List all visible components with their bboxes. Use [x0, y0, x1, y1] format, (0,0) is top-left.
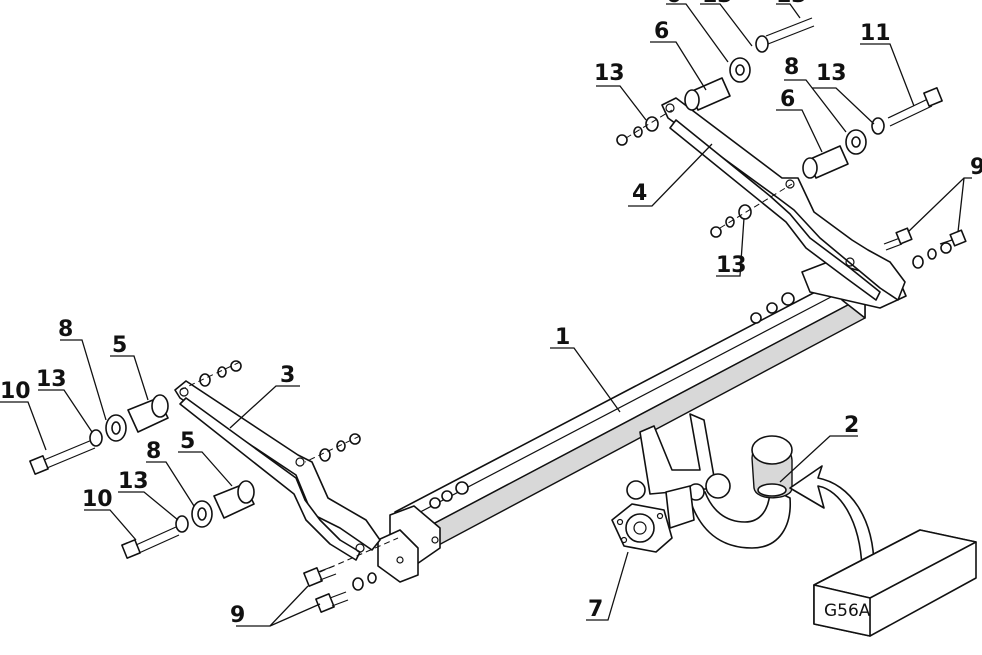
side-bracket-part-3 — [174, 360, 381, 561]
label-part-13-a: 13 — [36, 367, 67, 392]
right-hardware-upper — [684, 17, 815, 111]
label-part-13-b: 13 — [118, 469, 149, 494]
label-part-9-left: 9 — [230, 603, 245, 628]
label-part-13-e: 13 — [716, 253, 747, 278]
side-bracket-part-4 — [616, 97, 952, 301]
label-part-4: 4 — [632, 181, 647, 206]
label-part-8-upper: 8 — [58, 317, 73, 342]
label-part-5-lower: 5 — [180, 429, 195, 454]
leader-lines — [0, 3, 972, 627]
model-box: G56A — [813, 529, 977, 637]
label-part-13-f: 13 — [702, 0, 733, 8]
right-hardware-middle — [802, 87, 943, 179]
bolts-part-9-right — [883, 227, 967, 251]
crossbar-part-1 — [377, 261, 907, 583]
left-hardware-lower — [121, 480, 255, 559]
label-part-6-upper: 6 — [654, 19, 669, 44]
callout-labels: 1 2 3 4 5 5 6 6 6 7 8 8 8 9 9 10 10 11 1… — [0, 0, 982, 628]
label-part-9-right: 9 — [970, 155, 982, 180]
label-part-7: 7 — [588, 597, 603, 622]
label-part-13-c: 13 — [594, 61, 625, 86]
socket-plate-part-7 — [611, 480, 695, 553]
label-part-13-d: 13 — [816, 61, 847, 86]
label-part-13-g: 13 — [776, 0, 807, 8]
label-part-11: 11 — [860, 21, 891, 46]
label-part-2: 2 — [844, 413, 859, 438]
left-hardware-upper — [29, 394, 169, 475]
label-part-5-upper: 5 — [112, 333, 127, 358]
tow-ball-part-2 — [639, 413, 793, 549]
label-part-3: 3 — [280, 363, 295, 388]
label-part-8-right: 8 — [784, 55, 799, 80]
model-code: G56A — [824, 601, 871, 621]
label-part-10-lower: 10 — [82, 487, 113, 512]
label-part-10-upper: 10 — [0, 379, 31, 404]
bolts-part-9-left — [303, 537, 399, 613]
label-part-1: 1 — [555, 325, 570, 350]
install-arrow — [789, 465, 875, 569]
label-part-6-middle: 6 — [780, 87, 795, 112]
label-part-8-middle: 8 — [146, 439, 161, 464]
label-part-6-top: 6 — [666, 0, 681, 8]
